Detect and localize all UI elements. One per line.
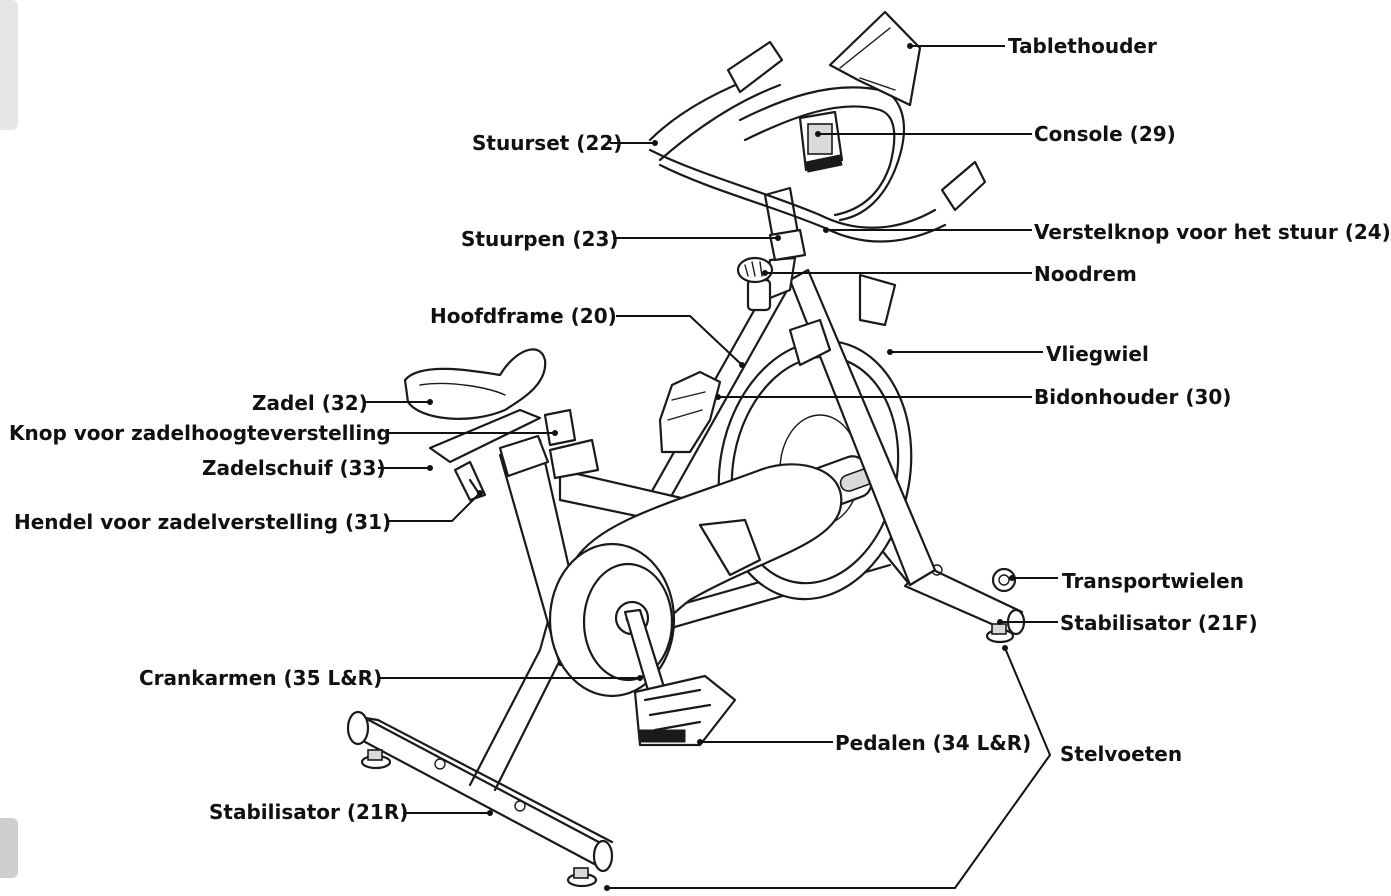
front-stabilizer — [903, 564, 1026, 644]
label-transportwielen: Transportwielen — [1062, 569, 1244, 593]
tablet-holder-unit — [828, 10, 922, 107]
label-tablethouder: Tablethouder — [1008, 34, 1157, 58]
rear-stabilizer — [346, 710, 614, 888]
label-hendel: Hendel voor zadelverstelling (31) — [14, 510, 392, 534]
label-zadelschuif: Zadelschuif (33) — [202, 456, 386, 480]
page-edge-tab-top — [0, 0, 18, 130]
crank-and-pedal — [623, 608, 737, 747]
label-zadel: Zadel (32) — [252, 391, 368, 415]
label-vliegwiel: Vliegwiel — [1046, 342, 1149, 366]
page-edge-tab-bottom — [0, 818, 18, 878]
label-hoofdframe: Hoofdframe (20) — [430, 304, 617, 328]
leader-lines — [365, 43, 1058, 891]
label-console: Console (29) — [1034, 122, 1176, 146]
bottle-holder — [658, 370, 722, 454]
label-stelvoeten: Stelvoeten — [1060, 742, 1183, 766]
label-crankarmen: Crankarmen (35 L&R) — [139, 666, 383, 690]
label-pedalen: Pedalen (34 L&R) — [835, 731, 1032, 755]
emergency-brake-knob — [736, 256, 774, 312]
seat-assembly — [403, 348, 600, 502]
label-bidonhouder: Bidonhouder (30) — [1034, 385, 1232, 409]
frame-fittings — [788, 273, 897, 367]
label-stuurset: Stuurset (22) — [472, 131, 623, 155]
label-knop-zadel: Knop voor zadelhoogteverstelling — [9, 421, 391, 445]
label-stabilisator-r: Stabilisator (21R) — [209, 800, 409, 824]
label-stuurpen: Stuurpen (23) — [461, 227, 619, 251]
console-unit — [798, 110, 844, 173]
label-stabilisator-f: Stabilisator (21F) — [1060, 611, 1258, 635]
handlebar-assembly — [648, 40, 987, 262]
label-noodrem: Noodrem — [1034, 262, 1137, 286]
label-verstelknop: Verstelknop voor het stuur (24) — [1034, 220, 1391, 244]
